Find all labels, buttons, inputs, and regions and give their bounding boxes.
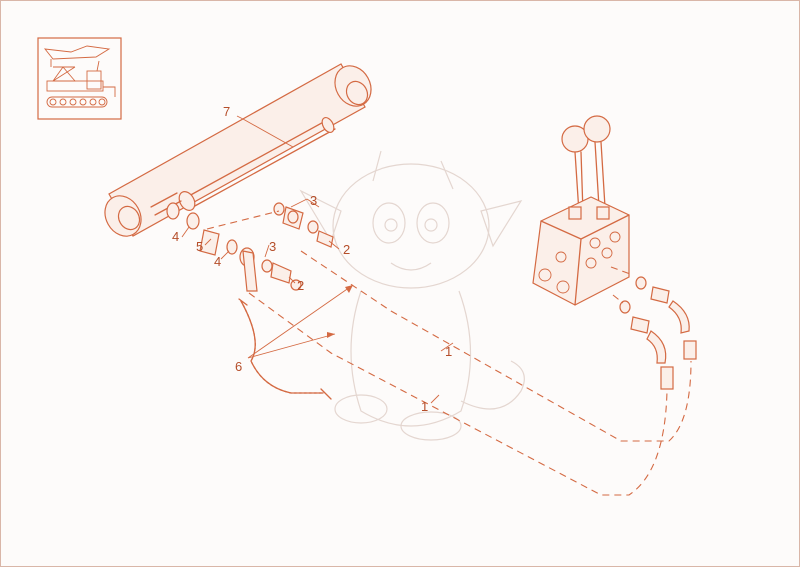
control-valve-block [532,115,630,306]
callout-2-lower: 2 [297,278,304,293]
cylinder-fittings [166,202,334,292]
callout-3-upper: 3 [310,193,317,208]
callout-1-lower: 1 [421,399,428,414]
callout-1-upper: 1 [445,344,452,359]
hydraulic-hose-lines [206,210,692,496]
hydraulic-cylinder [104,63,372,237]
leader-lines [181,115,454,404]
callout-3-lower: 3 [269,239,276,254]
hose-coil [238,298,332,400]
callout-4-right: 4 [214,254,221,269]
callout-2-upper: 2 [343,242,350,257]
machine-thumbnail-icon [37,37,122,120]
callout-6: 6 [235,359,242,374]
callout-7: 7 [223,104,230,119]
dragon-watermark-icon [299,150,525,441]
valve-fittings [619,276,697,390]
callout-4-left: 4 [172,229,179,244]
callout-5: 5 [196,239,203,254]
